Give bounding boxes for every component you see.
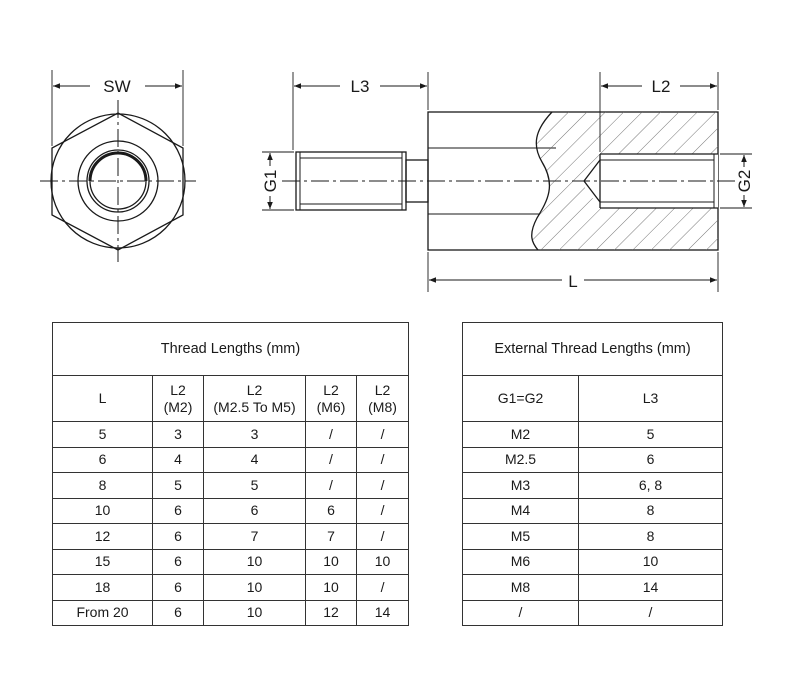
table-cell: 6, 8: [578, 472, 723, 499]
table-cell: 6: [305, 497, 357, 524]
table-cell: 5: [203, 472, 306, 499]
table-cell: 10: [203, 574, 306, 601]
table-cell: 5: [52, 421, 153, 448]
table-cell: 6: [52, 446, 153, 473]
technical-drawing: SW: [40, 70, 754, 292]
sw-label: SW: [103, 77, 130, 96]
table-cell: 8: [578, 523, 723, 550]
end-view: [40, 70, 196, 262]
table-cell: 5: [578, 421, 723, 448]
table-cell: 14: [355, 599, 410, 626]
header-cell: L: [52, 375, 153, 422]
table-cell: /: [355, 446, 410, 473]
table-cell: 8: [578, 497, 723, 524]
table-cell: 10: [203, 548, 306, 575]
table-cell: From 20: [52, 599, 153, 626]
table-cell: 3: [152, 421, 204, 448]
table-cell: 6: [152, 497, 204, 524]
g1-label: G1: [261, 170, 280, 193]
table-cell: /: [462, 599, 579, 626]
table-cell: M6: [462, 548, 579, 575]
l-label: L: [568, 272, 577, 291]
l2-label: L2: [652, 77, 671, 96]
external-thread-title: External Thread Lengths (mm): [462, 322, 723, 376]
table-cell: 7: [305, 523, 357, 550]
section-hatch: [531, 111, 718, 251]
table-cell: 6: [152, 548, 204, 575]
table-cell: M4: [462, 497, 579, 524]
table-cell: 15: [52, 548, 153, 575]
table-cell: /: [355, 472, 410, 499]
header-cell: L2(M6): [305, 375, 357, 422]
g2-label: G2: [735, 170, 754, 193]
table-cell: M3: [462, 472, 579, 499]
table-cell: /: [355, 523, 410, 550]
table-cell: /: [355, 497, 410, 524]
table-cell: 12: [52, 523, 153, 550]
header-cell: L2(M2): [152, 375, 204, 422]
table-cell: 10: [305, 574, 357, 601]
table-cell: /: [355, 574, 410, 601]
table-cell: 5: [152, 472, 204, 499]
table-cell: 6: [203, 497, 306, 524]
header-cell: G1=G2: [462, 375, 579, 422]
table-cell: 6: [152, 599, 204, 626]
table-cell: /: [305, 472, 357, 499]
table-cell: M5: [462, 523, 579, 550]
table-cell: 10: [203, 599, 306, 626]
table-cell: 4: [203, 446, 306, 473]
header-cell: L2(M2.5 To M5): [203, 375, 306, 422]
table-cell: 10: [52, 497, 153, 524]
table-cell: /: [305, 421, 357, 448]
table-cell: 7: [203, 523, 306, 550]
table-cell: 10: [305, 548, 357, 575]
l3-label: L3: [351, 77, 370, 96]
external-thread-header-row: G1=G2 L3: [462, 375, 723, 422]
table-cell: 3: [203, 421, 306, 448]
table-cell: /: [578, 599, 723, 626]
table-cell: M2: [462, 421, 579, 448]
thread-lengths-title: Thread Lengths (mm): [51, 322, 410, 376]
thread-lengths-table: Thread Lengths (mm) L L2(M2) L2(M2.5 To …: [51, 322, 410, 626]
table-cell: 6: [578, 446, 723, 473]
table-cell: M2.5: [462, 446, 579, 473]
table-cell: 6: [152, 574, 204, 601]
header-cell: L2(M8): [355, 375, 410, 422]
table-cell: 6: [152, 523, 204, 550]
table-cell: 4: [152, 446, 204, 473]
table-cell: 10: [578, 548, 723, 575]
external-thread-lengths-table: External Thread Lengths (mm) G1=G2 L3 M2…: [462, 322, 723, 626]
thread-lengths-header-row: L L2(M2) L2(M2.5 To M5) L2(M6) L2(M8): [52, 375, 410, 422]
table-cell: /: [355, 421, 410, 448]
table-cell: /: [305, 446, 357, 473]
table-cell: 12: [305, 599, 357, 626]
table-cell: 18: [52, 574, 153, 601]
table-cell: 10: [355, 548, 410, 575]
table-row: //: [462, 599, 723, 626]
table-cell: 8: [52, 472, 153, 499]
table-cell: 14: [578, 574, 723, 601]
header-cell: L3: [578, 375, 723, 422]
table-cell: M8: [462, 574, 579, 601]
